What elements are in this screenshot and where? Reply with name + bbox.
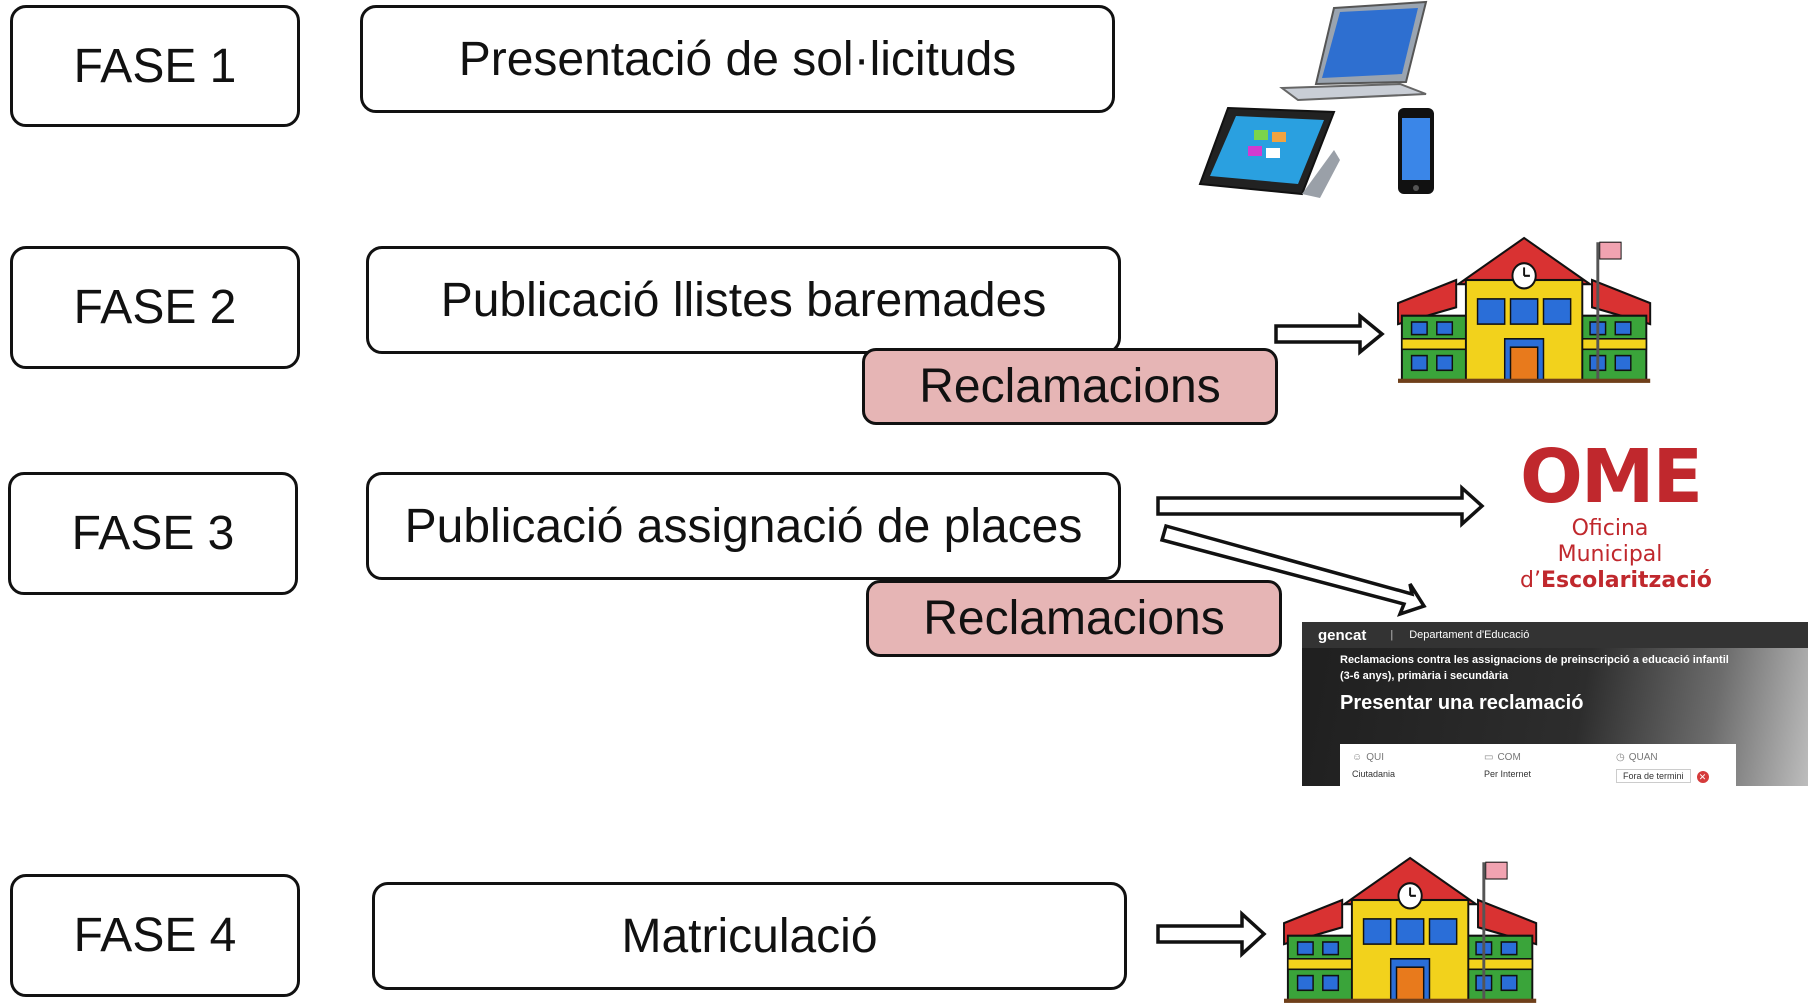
gencat-col-who-head: QUI (1366, 752, 1384, 763)
phase-1-label: FASE 1 (73, 39, 237, 93)
ome-subtitle-line2: d’Escolarització (1520, 568, 1712, 594)
claims-box-phase-2: Reclamacions (862, 348, 1278, 425)
step-1-box: Presentació de sol·licituds (360, 5, 1115, 113)
arrow-icon (1274, 312, 1385, 356)
step-3-box: Publicació assignació de places (366, 472, 1121, 580)
gencat-logo: gencat (1318, 626, 1367, 644)
arrow-icon (1156, 910, 1267, 958)
ome-subtitle-prefix: d’ (1520, 568, 1541, 593)
laptop-icon (1279, 0, 1428, 102)
step-2-label: Publicació llistes baremades (440, 273, 1047, 327)
close-icon: ✕ (1696, 770, 1709, 783)
phase-2-box: FASE 2 (10, 246, 300, 369)
step-1-label: Presentació de sol·licituds (458, 32, 1017, 86)
step-2-box: Publicació llistes baremades (366, 246, 1121, 354)
school-building-icon (1282, 856, 1538, 1005)
arrow-icon (1156, 484, 1485, 528)
gencat-separator: | (1390, 629, 1394, 641)
step-4-box: Matriculació (372, 882, 1127, 990)
gencat-col-when-value: Fora de termini (1616, 769, 1691, 783)
gencat-info-card: ☺QUI Ciutadania ▭COM Per Internet ◷QUAN … (1340, 744, 1736, 786)
gencat-col-who-value: Ciutadania (1352, 769, 1396, 779)
monitor-icon: ▭ (1484, 752, 1494, 763)
phase-1-box: FASE 1 (10, 5, 300, 127)
step-4-label: Matriculació (621, 909, 878, 963)
phase-2-label: FASE 2 (73, 281, 237, 334)
clock-icon: ◷ (1616, 752, 1625, 763)
gencat-col-how-head: COM (1497, 752, 1521, 763)
step-3-label: Publicació assignació de places (404, 499, 1083, 553)
gencat-subtitle: Reclamacions contra les assignacions de … (1340, 654, 1729, 682)
phase-3-box: FASE 3 (8, 472, 298, 595)
phase-4-box: FASE 4 (10, 874, 300, 997)
gencat-col-how: ▭COM Per Internet (1472, 744, 1604, 786)
school-building-icon (1396, 236, 1652, 385)
gencat-col-when: ◷QUAN Fora de termini ✕ (1604, 744, 1736, 786)
gencat-header-bar: gencat | Departament d'Educació (1302, 622, 1808, 648)
gencat-claim-page-screenshot: gencat | Departament d'Educació Reclamac… (1302, 622, 1808, 786)
gencat-col-how-value: Per Internet (1484, 769, 1532, 779)
gencat-department: Departament d'Educació (1409, 629, 1530, 641)
ome-title: OME (1520, 434, 1703, 520)
smartphone-icon (1398, 108, 1434, 194)
gencat-col-who: ☺QUI Ciutadania (1340, 744, 1472, 786)
phase-3-label: FASE 3 (71, 507, 235, 560)
people-icon: ☺ (1352, 752, 1363, 763)
ome-logo: OME Oficina Municipal d’Escolarització (1520, 434, 1712, 593)
gencat-title: Presentar una reclamació (1340, 692, 1584, 714)
claims-box-phase-3: Reclamacions (866, 580, 1282, 657)
gencat-col-when-head: QUAN (1628, 752, 1658, 763)
tablet-icon (1198, 106, 1340, 198)
ome-subtitle-line1: Oficina Municipal (1557, 516, 1663, 567)
phase-4-label: FASE 4 (73, 909, 237, 962)
claims-label-phase-2: Reclamacions (919, 360, 1221, 413)
claims-label-phase-3: Reclamacions (923, 592, 1225, 645)
ome-subtitle-bold: Escolarització (1540, 568, 1712, 593)
